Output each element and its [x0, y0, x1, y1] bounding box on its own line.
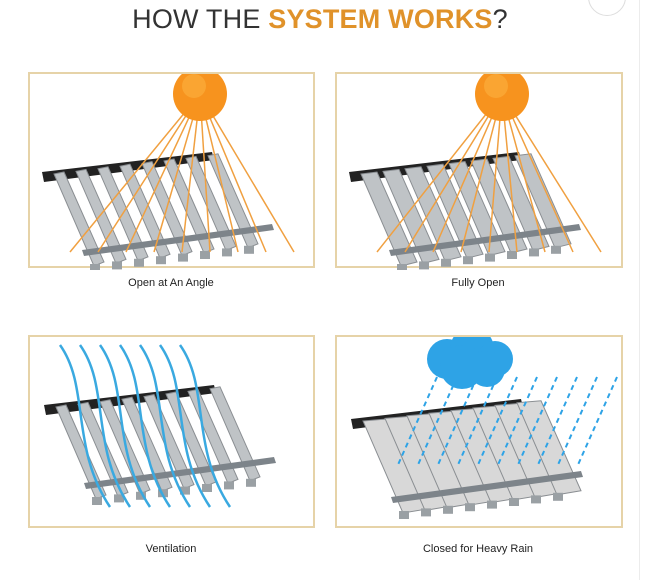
louver-end-cap [134, 258, 144, 267]
louver-end-cap [180, 486, 190, 495]
airflow-icon [118, 344, 172, 508]
sun-ray [199, 93, 295, 253]
rain-drop-line [536, 376, 578, 468]
louver-end-cap [136, 491, 146, 500]
front-beam [84, 457, 276, 489]
caption-fully-open: Fully Open [451, 277, 505, 289]
louver-end-cap [421, 508, 431, 517]
louver-blade [209, 386, 261, 482]
louver-end-cap [202, 484, 212, 492]
louver-end-cap [551, 245, 561, 254]
sun-ray [501, 93, 602, 253]
louver-blade [470, 158, 528, 254]
title-suffix: ? [492, 4, 508, 34]
louver-end-cap [246, 478, 256, 487]
sun-ray [69, 93, 201, 253]
rain-cloud-icon [469, 351, 505, 387]
louver-end-cap [485, 253, 495, 262]
louver-end-cap [397, 264, 407, 270]
louver-blade [77, 401, 129, 498]
sun-ray [432, 93, 503, 253]
sun-highlight [182, 74, 206, 98]
sun-ray [501, 93, 574, 253]
sun-ray [460, 93, 503, 253]
airflow-icon [78, 344, 132, 508]
front-beam [389, 224, 581, 256]
airflow-icon [98, 344, 152, 508]
caption-open-angle: Open at An Angle [128, 277, 214, 289]
rain-drop-line [516, 376, 558, 468]
rain-drop-line [556, 376, 598, 468]
sun-ray [376, 93, 503, 253]
louver-end-cap [441, 258, 451, 267]
airflow-icon [138, 344, 192, 508]
caption-ventilation: Ventilation [145, 543, 197, 555]
louver-end-cap [465, 503, 475, 512]
louver-blade [163, 158, 215, 254]
louver-blade [404, 166, 462, 262]
louver-end-cap [224, 481, 234, 490]
louver-end-cap [156, 256, 166, 265]
rain-drop-line [496, 376, 538, 468]
front-beam [391, 471, 583, 503]
louver-end-cap [90, 264, 100, 270]
louver-end-cap [487, 500, 497, 509]
airflow-icon [58, 344, 112, 508]
rain-drop-line [436, 376, 478, 468]
rain-drop-line [396, 376, 438, 468]
sun-ray [125, 93, 201, 253]
sun-ray [153, 93, 201, 253]
louver-end-cap [399, 511, 409, 519]
louver-end-cap [463, 256, 473, 265]
louver-end-cap [509, 498, 519, 506]
panel-ventilation [28, 335, 315, 528]
louver-end-cap [222, 248, 232, 257]
sun-ray [199, 93, 239, 253]
louver-blade [514, 153, 572, 249]
louver-end-cap [92, 497, 102, 505]
airflow-icon [158, 344, 212, 508]
panel-fully-open [335, 72, 623, 270]
title-highlight: SYSTEM WORKS [268, 4, 493, 34]
louver-end-cap [200, 251, 210, 259]
louver-end-cap [529, 248, 539, 257]
louver-end-cap [507, 251, 517, 259]
louver-blade [360, 171, 418, 267]
title-prefix: HOW THE [132, 4, 269, 34]
louver-end-cap [531, 495, 541, 504]
louver-blade [143, 394, 195, 490]
airflow-icon [178, 344, 232, 508]
scroll-divider [639, 0, 640, 580]
rain-drop-line [476, 376, 518, 468]
louver-blade [492, 155, 550, 251]
sun-ray [199, 93, 267, 253]
louver-end-cap [112, 261, 122, 270]
louver-end-cap [419, 261, 429, 270]
louver-blade [382, 168, 440, 264]
front-beam [82, 224, 274, 256]
louver-end-cap [553, 492, 563, 501]
panel-closed-rain [335, 335, 623, 528]
louver-end-cap [244, 245, 254, 254]
sun-ray [404, 93, 503, 253]
rain-drop-line [576, 376, 618, 468]
rain-drop-line [416, 376, 458, 468]
louver-end-cap [443, 505, 453, 514]
louver-blade [53, 171, 105, 267]
caption-closed-rain: Closed for Heavy Rain [422, 543, 534, 555]
louver-end-cap [114, 494, 124, 503]
louver-blade [516, 400, 582, 496]
panel-open-angle [28, 72, 315, 270]
louver-end-cap [178, 253, 188, 262]
sun-highlight [484, 74, 508, 98]
rain-drop-line [456, 376, 498, 468]
sun-ray [501, 93, 546, 253]
sun-ray [97, 93, 201, 253]
page-title: HOW THE SYSTEM WORKS? [0, 4, 640, 35]
louver-blade [426, 163, 484, 259]
louver-blade [75, 168, 127, 265]
